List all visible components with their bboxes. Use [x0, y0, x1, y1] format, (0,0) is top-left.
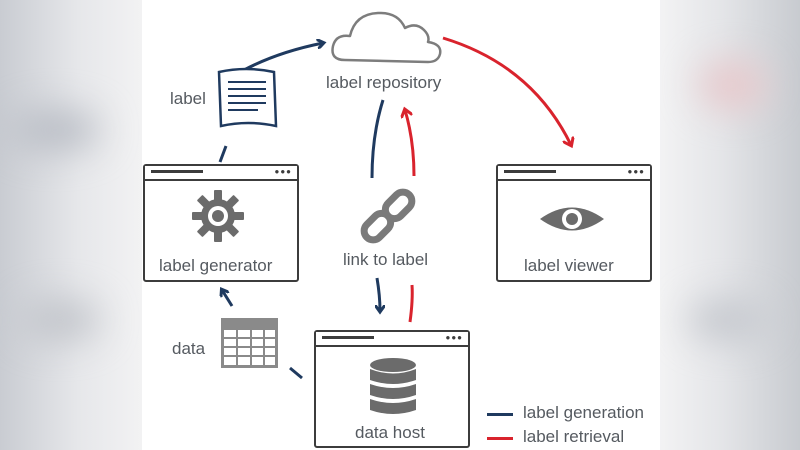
left-backdrop [0, 0, 142, 450]
window-titlebar: ●●● [145, 166, 297, 181]
arrow-cloud-to-viewer [442, 36, 571, 145]
arrow-data-to-generator [289, 366, 303, 380]
legend-retrieval-swatch [487, 437, 513, 440]
label-generator-label: label generator [159, 256, 273, 275]
arrow-doc-to-cloud [243, 43, 323, 72]
link-to-label-label: link to label [343, 250, 429, 269]
arrow-link-to-host [377, 277, 380, 311]
label-viewer-label: label viewer [524, 256, 614, 275]
data-table-label: data [172, 339, 206, 358]
label-repository-label: label repository [326, 73, 442, 92]
label-doc-label: label [170, 89, 206, 108]
window-titlebar: ●●● [316, 332, 468, 347]
arrow-generator-to-doc [218, 145, 228, 163]
arrow-repo-to-link [370, 99, 385, 179]
data-host-label: data host [355, 423, 425, 442]
legend-generation-label: label generation [523, 403, 644, 422]
window-titlebar: ●●● [498, 166, 650, 181]
legend-generation-swatch [487, 413, 513, 416]
arrow-to-generator [222, 290, 234, 307]
arrow-link-to-repo [405, 110, 416, 177]
arrow-host-to-link [408, 284, 414, 323]
legend-retrieval-label: label retrieval [523, 427, 625, 446]
right-backdrop [658, 0, 800, 450]
